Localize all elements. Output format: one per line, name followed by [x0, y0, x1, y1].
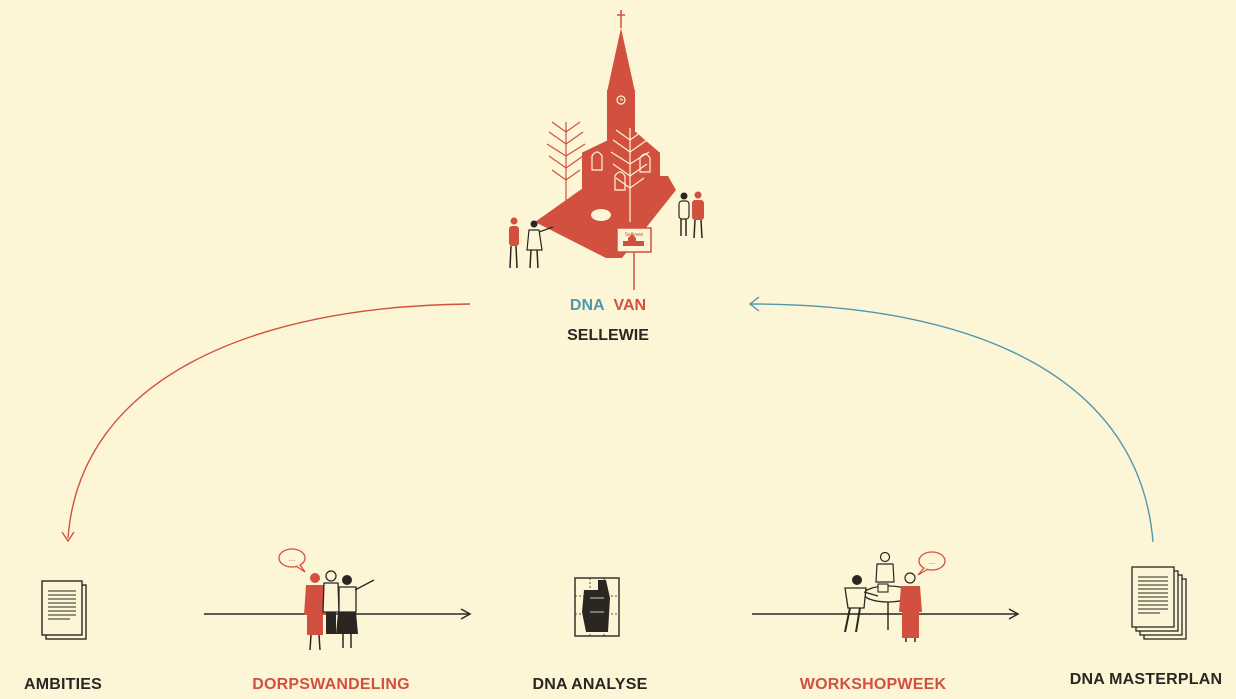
step-label-dorpswandeling: DORPSWANDELING: [252, 676, 410, 693]
title-dna-van: DNA VAN: [570, 297, 646, 315]
document-stack-icon: [1131, 566, 1187, 640]
step-label-dna-analyse: DNA ANALYSE: [532, 676, 648, 693]
blue-cycle-arrow: [749, 303, 1154, 543]
walking-people-icon: ...: [278, 548, 375, 651]
blue-arrowhead: [748, 296, 760, 312]
step-label-workshopweek: WORKSHOPWEEK: [799, 676, 947, 693]
speech-bubble-text-2: ...: [929, 557, 936, 566]
workshop-group-icon: ...: [844, 551, 946, 642]
title-dna: DNA: [569, 297, 605, 314]
red-cycle-arrow: [67, 303, 471, 539]
map-analysis-icon: [574, 577, 620, 637]
church-illustration: Sellewie: [509, 10, 704, 290]
red-arrowhead: [61, 531, 75, 543]
village-sign-text: Sellewie: [625, 232, 644, 238]
title-place: SELLEWIE: [567, 327, 649, 344]
title-van: VAN: [613, 297, 647, 314]
document-icon: [41, 580, 87, 640]
step-label-dna-masterplan: DNA MASTERPLAN: [1069, 671, 1223, 688]
speech-bubble-text-1: ...: [289, 554, 296, 563]
step-label-ambities: AMBITIES: [23, 676, 103, 693]
